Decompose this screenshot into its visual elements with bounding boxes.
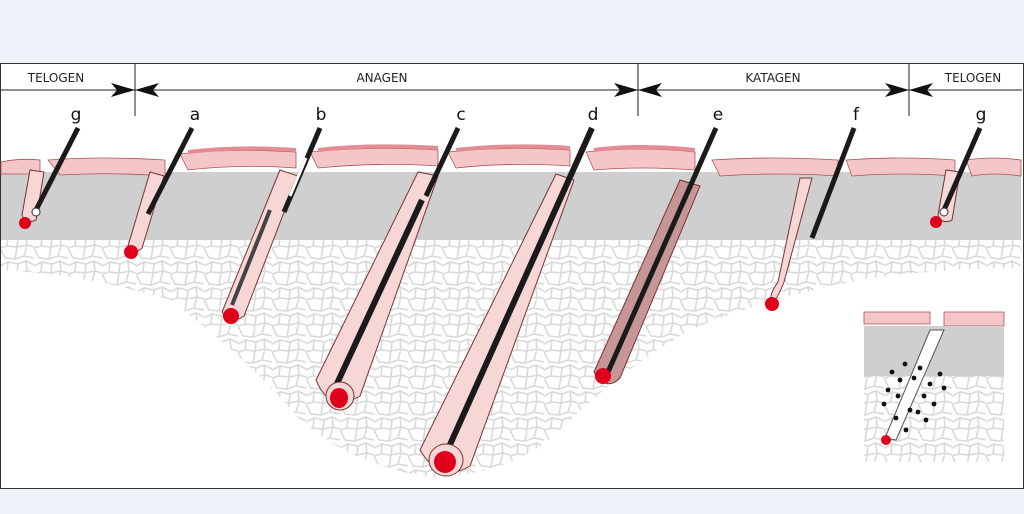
phase-label-telogen-left: TELOGEN: [27, 71, 84, 85]
stage-letter: c: [456, 105, 465, 125]
follicle-katagen-e: [593, 126, 719, 385]
epidermis-layer: [0, 144, 1022, 177]
stage-letters: g a b c d e f g: [71, 105, 987, 125]
follicle-anagen-b: [221, 127, 323, 324]
stage-letter: e: [713, 105, 723, 125]
follicle-telogen-g-right: [930, 126, 983, 228]
phase-label-anagen: ANAGEN: [356, 71, 407, 85]
phase-label-katagen: KATAGEN: [745, 71, 800, 85]
stage-letter: b: [316, 105, 327, 125]
stage-letter: g: [71, 105, 82, 125]
follicle-telogen-g-left: [19, 126, 81, 229]
subcutaneous-tissue: [1, 238, 1021, 478]
phase-label-telogen-right: TELOGEN: [944, 71, 1001, 85]
stage-letter: a: [190, 105, 200, 125]
follicle-katagen-f: [765, 127, 857, 311]
inset-detail: [863, 310, 1005, 462]
phase-header: TELOGEN ANAGEN KATAGEN TELOGEN: [1, 64, 1022, 116]
stage-letter: g: [976, 105, 987, 125]
stage-letter: d: [588, 105, 599, 125]
follicle-anagen-a: [124, 126, 195, 259]
stage-letter: f: [853, 105, 860, 125]
follicle-anagen-c: [315, 126, 461, 411]
dermis-layer: [1, 172, 1021, 240]
follicle-anagen-d: [419, 126, 595, 477]
